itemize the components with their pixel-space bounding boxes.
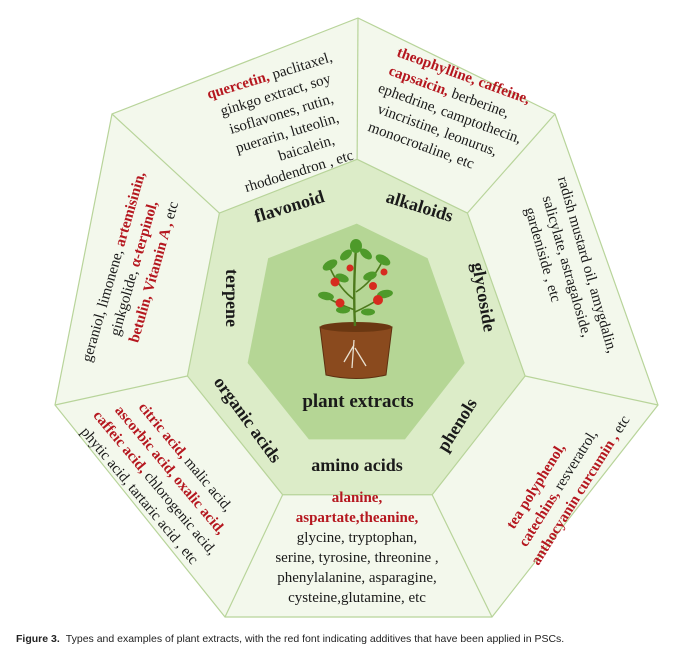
sector-divider bbox=[111, 113, 220, 214]
example-item: serine, tyrosine, threonine , bbox=[275, 550, 438, 566]
example-line: alanine, bbox=[332, 490, 383, 506]
sector-divider bbox=[356, 17, 359, 160]
sector-divider bbox=[431, 494, 493, 618]
examples-amino-acids: alanine, aspartate,theanine, glycine, tryp… bbox=[275, 490, 438, 606]
example-item: cysteine,glutamine, etc bbox=[288, 590, 426, 606]
example-line: glycine, tryptophan, bbox=[297, 530, 417, 546]
category-label-amino-acids: amino acids bbox=[311, 455, 403, 475]
applied-additive: alanine, bbox=[332, 490, 383, 506]
potted-plant-icon bbox=[318, 239, 393, 379]
sector-divider bbox=[524, 375, 659, 406]
sector-divider bbox=[224, 494, 284, 618]
caption-text: Types and examples of plant extracts, wi… bbox=[65, 633, 565, 645]
sector-divider bbox=[466, 113, 556, 214]
figure-caption: Figure 3. Types and examples of plant ext… bbox=[16, 633, 564, 645]
example-item: phenylalanine, asparagine, bbox=[277, 570, 437, 586]
caption-label: Figure 3. bbox=[16, 633, 60, 645]
example-item: glycine, tryptophan, bbox=[297, 530, 417, 546]
example-line: phenylalanine, asparagine, bbox=[277, 570, 437, 586]
example-item: etc bbox=[161, 200, 182, 225]
example-line: serine, tyrosine, threonine , bbox=[275, 550, 438, 566]
category-label-terpene: terpene bbox=[222, 269, 242, 327]
sector-divider bbox=[54, 375, 188, 406]
center-title: plant extracts bbox=[302, 391, 413, 412]
applied-additive: aspartate,theanine, bbox=[296, 510, 419, 526]
example-line: cysteine,glutamine, etc bbox=[288, 590, 426, 606]
example-line: aspartate,theanine, bbox=[296, 510, 419, 526]
